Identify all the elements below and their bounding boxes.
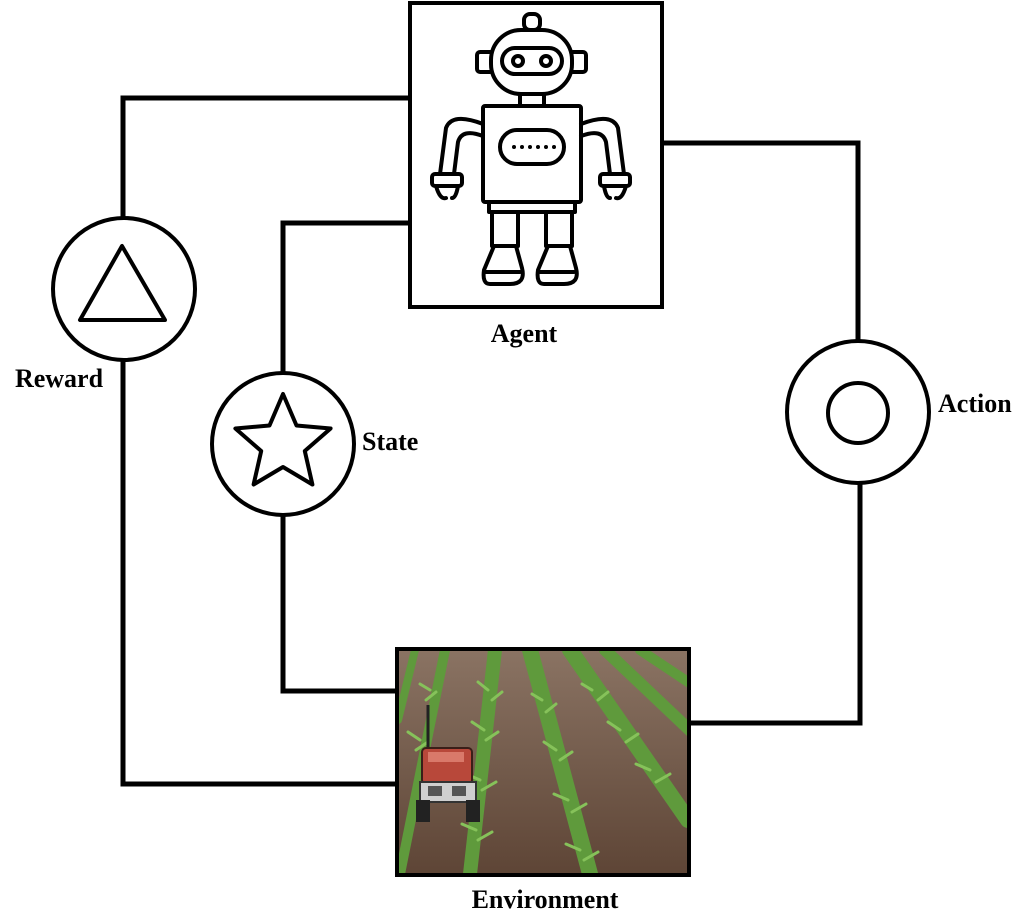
robot-icon [430,12,632,286]
state-circle [210,371,356,517]
action-label: Action [938,389,1012,418]
action-to-env-line [690,482,863,726]
reward-label: Reward [15,364,104,393]
action-node [785,339,931,485]
reward-circle [51,216,197,362]
crop-field-robot-photo [398,650,688,874]
environment-box [395,647,691,877]
reward-to-agent-line [120,95,410,218]
state-to-agent-line [280,220,410,375]
state-node [210,371,356,517]
environment-label: Environment [472,885,619,914]
env-to-state-line [280,515,396,694]
agent-to-action-line [662,140,861,343]
state-label: State [362,427,418,456]
triangle-icon [78,244,167,322]
reward-node [51,216,197,362]
environment-node [395,647,691,877]
field-robot-vehicle [416,705,480,822]
env-to-reward-line [120,360,396,787]
agent-label: Agent [491,319,558,348]
action-circle [785,339,931,485]
ring-icon [826,381,890,445]
agent-node [408,1,664,309]
connector-lines [120,95,863,787]
star-icon [233,392,333,487]
